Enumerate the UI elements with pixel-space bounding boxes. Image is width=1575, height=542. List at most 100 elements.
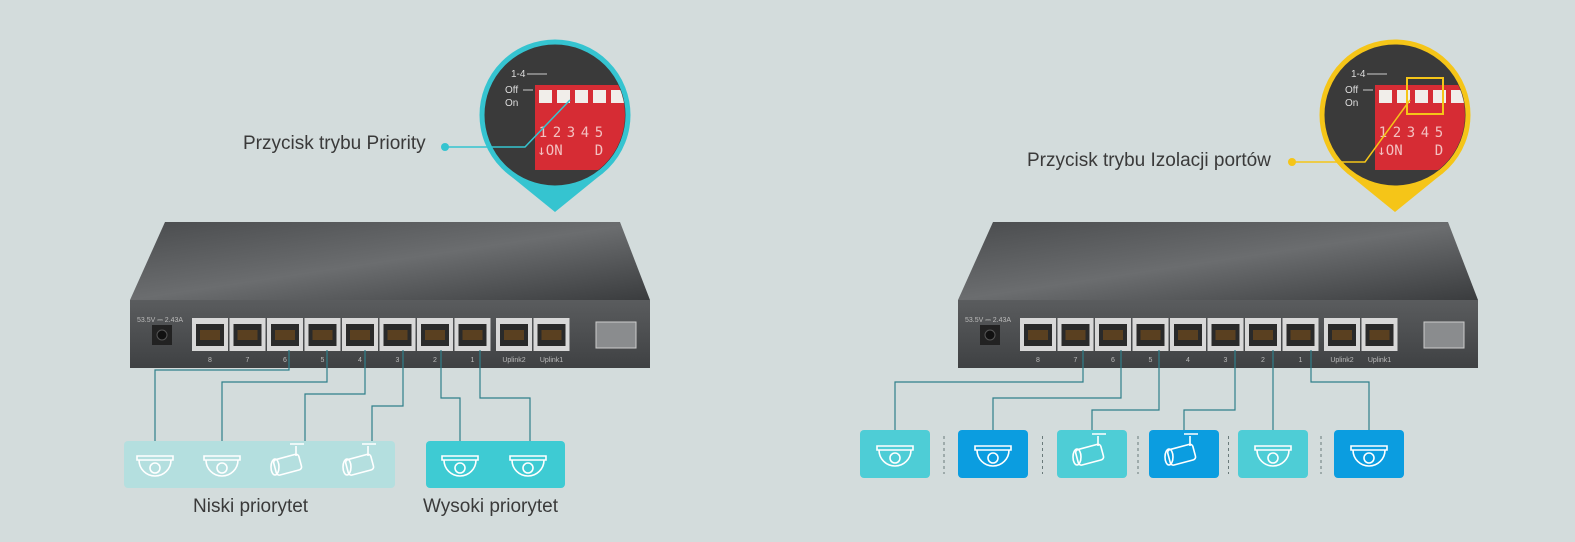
dip-number: 3	[567, 125, 575, 141]
ethernet-port: 3	[1207, 318, 1244, 364]
cable	[479, 350, 531, 441]
dip-number: 1	[1379, 125, 1387, 141]
dip-row-label: 1-4	[1351, 69, 1366, 80]
dip-toggle	[557, 90, 570, 103]
port-label: 1	[471, 357, 475, 364]
isolated-device	[1057, 430, 1127, 478]
port-label: 8	[1036, 357, 1040, 364]
low-priority-box	[124, 441, 395, 488]
priority-mode-label: Przycisk trybu Priority	[243, 133, 426, 154]
dip-d-label: D	[1435, 143, 1443, 159]
ethernet-port: 2	[417, 318, 453, 364]
port-label: Uplink1	[540, 357, 563, 364]
ethernet-port: 1	[1282, 318, 1319, 364]
callout-line	[1292, 99, 1411, 163]
isolated-device	[1149, 430, 1219, 478]
cable	[371, 350, 404, 446]
dome-camera-icon	[876, 445, 914, 467]
isolated-device	[1238, 430, 1308, 478]
highlight-box	[1406, 77, 1444, 115]
device-box	[1057, 430, 1127, 478]
port-label: 2	[1261, 357, 1265, 364]
cable	[1310, 350, 1370, 430]
dip-number: 2	[1393, 125, 1401, 141]
ethernet-port: 4	[342, 318, 378, 364]
ethernet-port: 4	[1170, 318, 1206, 364]
dip-on-label: ↓ON	[1377, 143, 1402, 159]
callout-dot	[1288, 158, 1296, 166]
power-rating-label: 53.5V ⎓ 2.43A	[965, 317, 1011, 324]
switch-top	[958, 222, 1478, 300]
device-box	[1334, 430, 1404, 478]
dip-number: 1	[539, 125, 547, 141]
cable	[894, 350, 1084, 430]
sfp-port	[1423, 321, 1465, 349]
callout-line	[445, 99, 571, 148]
dome-camera-icon	[203, 455, 241, 477]
port-label: 6	[1111, 357, 1115, 364]
ethernet-port: 2	[1245, 318, 1281, 364]
dip-number: 4	[581, 125, 589, 141]
ethernet-port: 6	[1095, 318, 1131, 364]
ethernet-port: 5	[304, 318, 341, 364]
dip-number: 2	[553, 125, 561, 141]
ethernet-port: Uplink1	[1361, 318, 1398, 364]
low-priority-label: Niski priorytet	[193, 496, 309, 517]
port-label: 3	[396, 357, 400, 364]
dome-camera-icon	[136, 455, 174, 477]
port-label: 8	[208, 357, 212, 364]
cable	[154, 350, 290, 441]
low-priority-group	[124, 441, 395, 488]
dip-toggle	[1397, 90, 1410, 103]
dip-row-label: 1-4	[511, 69, 526, 80]
device-box	[958, 430, 1028, 478]
switch-top	[130, 222, 650, 300]
dip-toggle	[539, 90, 552, 103]
port-label: Uplink1	[1368, 357, 1391, 364]
dip-number: 5	[1435, 125, 1443, 141]
dome-camera-icon	[974, 445, 1012, 467]
dip-row-label: On	[505, 98, 518, 109]
dome-camera-icon	[509, 455, 547, 477]
port-label: Uplink2	[1330, 357, 1353, 364]
sfp-port	[595, 321, 637, 349]
port-label: 3	[1224, 357, 1228, 364]
dip-toggle	[1451, 90, 1464, 103]
dip-number: 3	[1407, 125, 1415, 141]
dip-toggle	[1415, 90, 1428, 103]
cable	[1183, 350, 1236, 430]
ethernet-port: 5	[1132, 318, 1169, 364]
cable	[1091, 350, 1160, 430]
high-priority-label: Wysoki priorytet	[423, 496, 558, 517]
cable	[221, 350, 328, 441]
ethernet-port: 7	[229, 318, 266, 364]
isolated-device	[860, 430, 930, 478]
port-label: Uplink2	[502, 357, 525, 364]
port-label: 2	[433, 357, 437, 364]
ethernet-port: Uplink2	[496, 318, 532, 364]
cable	[440, 350, 461, 441]
cable	[992, 350, 1122, 430]
device-box	[1238, 430, 1308, 478]
bullet-camera-icon	[1072, 433, 1106, 466]
dip-row-label: Off	[505, 85, 518, 96]
ethernet-port: 6	[267, 318, 303, 364]
bullet-camera-icon	[1164, 433, 1198, 466]
dip-number: 4	[1421, 125, 1429, 141]
ethernet-port: 7	[1057, 318, 1094, 364]
dip-row-label: Off	[1345, 85, 1358, 96]
dome-camera-icon	[1350, 445, 1388, 467]
dip-d-label: D	[595, 143, 603, 159]
callout-dot	[441, 143, 449, 151]
port-label: 4	[358, 357, 362, 364]
isolated-device	[958, 430, 1028, 478]
dip-toggle	[611, 90, 624, 103]
port-label: 6	[283, 357, 287, 364]
ethernet-port: Uplink1	[533, 318, 570, 364]
